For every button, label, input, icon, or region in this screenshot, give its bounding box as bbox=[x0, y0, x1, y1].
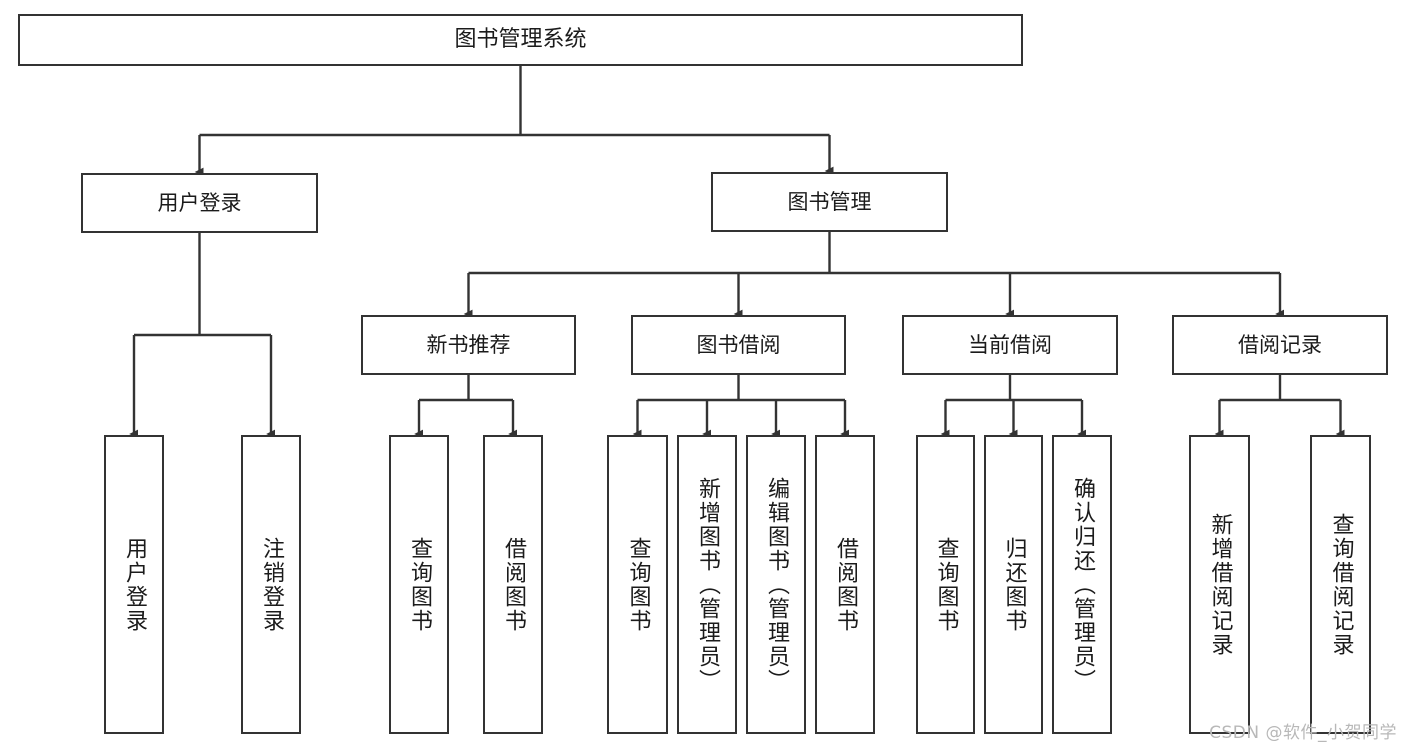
node-book-borrow[interactable]: 图书借阅 bbox=[631, 315, 846, 375]
node-leaf-logout[interactable]: 注销登录 bbox=[241, 435, 301, 734]
node-leaf-return-book[interactable]: 归还图书 bbox=[984, 435, 1043, 734]
node-label-book-manage: 图书管理 bbox=[787, 189, 872, 214]
watermark-text: CSDN @软件_小贺同学 bbox=[1209, 723, 1397, 743]
node-label-leaf-borrow-book-1: 借阅图书 bbox=[501, 536, 526, 633]
node-label-borrow-record: 借阅记录 bbox=[1238, 332, 1322, 357]
node-label-leaf-add-book: 新增图书（管理员） bbox=[695, 476, 720, 693]
node-leaf-borrow-book-2[interactable]: 借阅图书 bbox=[815, 435, 875, 734]
node-borrow-record[interactable]: 借阅记录 bbox=[1172, 315, 1388, 375]
node-leaf-add-record[interactable]: 新增借阅记录 bbox=[1189, 435, 1250, 734]
node-label-leaf-borrow-book-2: 借阅图书 bbox=[833, 536, 858, 633]
node-label-new-book-rec: 新书推荐 bbox=[426, 332, 511, 357]
node-label-leaf-query-book-2: 查询图书 bbox=[625, 536, 651, 633]
node-leaf-add-book[interactable]: 新增图书（管理员） bbox=[677, 435, 737, 734]
node-leaf-borrow-book-1[interactable]: 借阅图书 bbox=[483, 435, 543, 734]
node-book-manage[interactable]: 图书管理 bbox=[711, 172, 948, 232]
node-label-leaf-logout: 注销登录 bbox=[259, 536, 284, 633]
node-current-borrow[interactable]: 当前借阅 bbox=[902, 315, 1118, 375]
node-leaf-edit-book[interactable]: 编辑图书（管理员） bbox=[746, 435, 806, 734]
node-label-root: 图书管理系统 bbox=[454, 27, 587, 53]
connector-group bbox=[129, 66, 1345, 439]
node-label-leaf-confirm-return: 确认归还（管理员） bbox=[1070, 476, 1095, 693]
node-label-book-borrow: 图书借阅 bbox=[696, 332, 781, 357]
node-leaf-query-book-3[interactable]: 查询图书 bbox=[916, 435, 975, 734]
node-label-leaf-edit-book: 编辑图书（管理员） bbox=[764, 476, 789, 693]
node-label-current-borrow: 当前借阅 bbox=[968, 332, 1052, 357]
node-leaf-confirm-return[interactable]: 确认归还（管理员） bbox=[1052, 435, 1112, 734]
node-new-book-rec[interactable]: 新书推荐 bbox=[361, 315, 576, 375]
node-label-leaf-query-record: 查询借阅记录 bbox=[1328, 512, 1354, 657]
node-root[interactable]: 图书管理系统 bbox=[18, 14, 1023, 66]
node-user-login[interactable]: 用户登录 bbox=[81, 173, 318, 233]
node-label-leaf-user-login: 用户登录 bbox=[122, 536, 147, 633]
node-leaf-query-book-2[interactable]: 查询图书 bbox=[607, 435, 668, 734]
node-label-user-login: 用户登录 bbox=[157, 190, 242, 215]
node-label-leaf-query-book-1: 查询图书 bbox=[407, 536, 432, 633]
node-leaf-query-record[interactable]: 查询借阅记录 bbox=[1310, 435, 1371, 734]
node-leaf-user-login[interactable]: 用户登录 bbox=[104, 435, 164, 734]
node-leaf-query-book-1[interactable]: 查询图书 bbox=[389, 435, 449, 734]
node-label-leaf-query-book-3: 查询图书 bbox=[933, 536, 959, 633]
node-label-leaf-add-record: 新增借阅记录 bbox=[1207, 512, 1233, 657]
node-label-leaf-return-book: 归还图书 bbox=[1001, 536, 1027, 633]
